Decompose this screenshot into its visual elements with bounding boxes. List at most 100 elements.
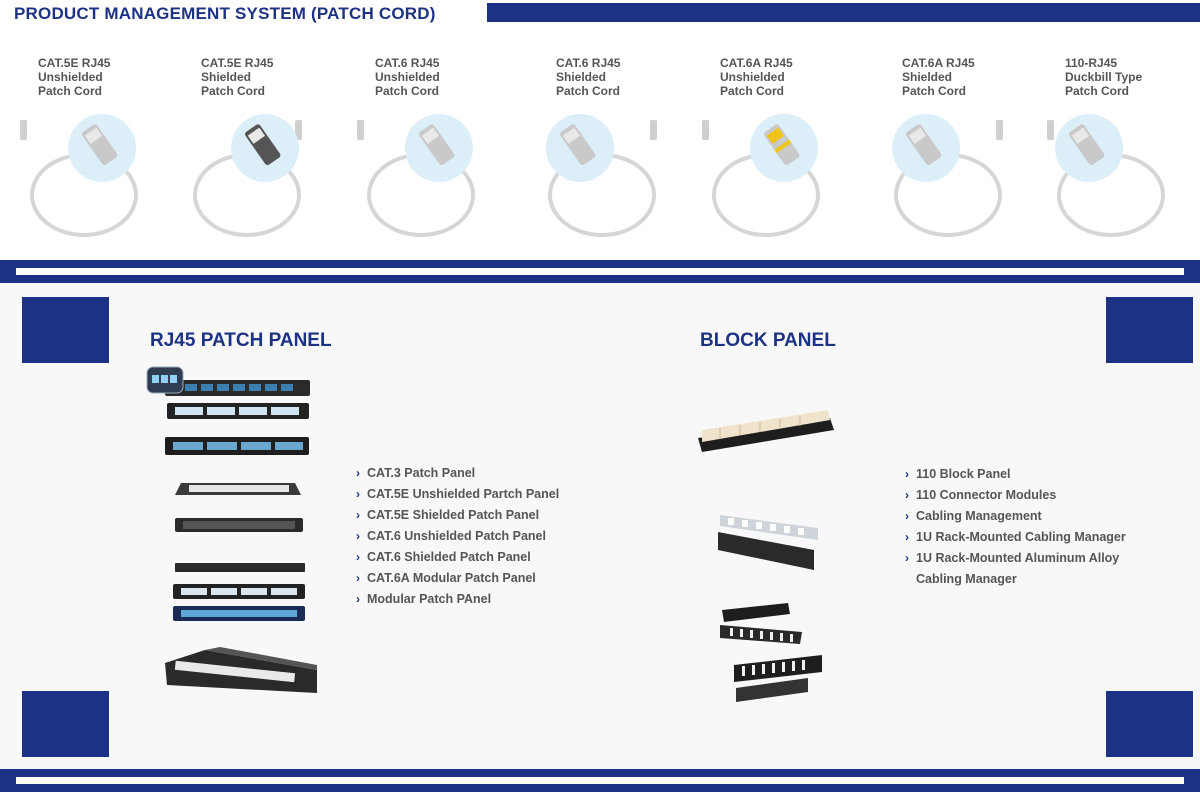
block-panel-list: › 110 Block Panel › 110 Connector Modules › C… — [905, 464, 1126, 590]
patch-cord-label-line: Shielded — [556, 70, 607, 84]
rj45-item-text: CAT.5E Unshielded Partch Panel — [367, 484, 559, 505]
rj45-list-item: › CAT.5E Unshielded Partch Panel — [356, 484, 559, 505]
patch-cord-label-line: 110-RJ45 — [1065, 56, 1118, 70]
patch-cord-label-line: Unshielded — [375, 70, 440, 84]
block-item-label: Cabling Management — [916, 509, 1042, 523]
rj45-patch-panel-list: › CAT.3 Patch Panel › CAT.5E Unshielded Par… — [356, 463, 559, 610]
block-list-item: › 110 Block Panel — [905, 464, 1126, 485]
rj45-list-item: › CAT.6 Unshielded Patch Panel — [356, 526, 559, 547]
patch-cord-image — [1047, 114, 1165, 237]
patch-cord-label-line: Patch Cord — [1065, 84, 1130, 98]
corner-block-top-right — [1106, 297, 1193, 363]
patch-cord-label-line: CAT.6A RJ45 — [720, 56, 793, 70]
patch-cord-label-line: Patch Cord — [201, 84, 266, 98]
block-list-item: › 110 Connector Modules — [905, 485, 1126, 506]
chevron-right-icon: › — [356, 592, 360, 606]
patch-cord-label-line: CAT.5E RJ45 — [201, 56, 274, 70]
patch-cord-image — [20, 114, 138, 237]
patch-cord-label-line: Patch Cord — [556, 84, 621, 98]
rj45-item-text: CAT.6 Shielded Patch Panel — [367, 547, 531, 568]
chevron-right-icon: › — [905, 551, 909, 565]
patch-cord-image — [702, 114, 820, 237]
block-item-text: 110 Connector Modules — [916, 485, 1056, 506]
patch-cord-label-line: CAT.6 RJ45 — [375, 56, 440, 70]
chevron-right-icon: › — [356, 571, 360, 585]
patch-cord-label-line: Shielded — [902, 70, 953, 84]
rj45-list-item: › CAT.5E Shielded Patch Panel — [356, 505, 559, 526]
rj45-item-label: CAT.6 Unshielded Patch Panel — [367, 529, 546, 543]
chevron-right-icon: › — [905, 488, 909, 502]
rj45-item-label: CAT.6A Modular Patch Panel — [367, 571, 536, 585]
patch-cord-label-line: Patch Cord — [902, 84, 967, 98]
patch-cord-label-line: Patch Cord — [38, 84, 103, 98]
block-panel-product-image — [698, 410, 834, 702]
rj45-item-text: Modular Patch PAnel — [367, 589, 491, 610]
chevron-right-icon: › — [905, 467, 909, 481]
block-list-item: › Cabling Management — [905, 506, 1126, 527]
rj45-item-text: CAT.6 Unshielded Patch Panel — [367, 526, 546, 547]
rj45-item-label: Modular Patch PAnel — [367, 592, 492, 606]
chevron-right-icon: › — [356, 550, 360, 564]
patch-cord-image — [892, 114, 1003, 237]
patch-cord-label-line: Unshielded — [720, 70, 785, 84]
block-item-text: 1U Rack-Mounted Cabling Manager — [916, 527, 1126, 548]
patch-cord-image — [193, 114, 302, 237]
block-item-text: Cabling Management — [916, 506, 1042, 527]
patch-cord-label-line: Patch Cord — [720, 84, 785, 98]
rj45-item-text: CAT.5E Shielded Patch Panel — [367, 505, 539, 526]
rj45-list-item: › CAT.3 Patch Panel — [356, 463, 559, 484]
rj45-patch-panel-title: RJ45 PATCH PANEL — [150, 330, 332, 351]
chevron-right-icon: › — [356, 508, 360, 522]
chevron-right-icon: › — [905, 530, 909, 544]
block-item-label: 110 Block Panel — [916, 467, 1011, 481]
block-item-label: 1U Rack-Mounted Cabling Manager — [916, 530, 1126, 544]
title-accent-bar — [487, 3, 1200, 22]
block-item-label: 1U Rack-Mounted Aluminum Alloy — [916, 551, 1120, 565]
patch-cord-image — [357, 114, 475, 237]
block-panel-title: BLOCK PANEL — [700, 330, 836, 351]
patch-cord-label-line: Unshielded — [38, 70, 103, 84]
rj45-item-label: CAT.3 Patch Panel — [367, 466, 476, 480]
patch-cord-label-line: CAT.5E RJ45 — [38, 56, 111, 70]
chevron-right-icon: › — [905, 509, 909, 523]
chevron-right-icon: › — [356, 466, 360, 480]
rj45-list-item: › Modular Patch PAnel — [356, 589, 559, 610]
corner-block-bottom-left — [22, 691, 109, 757]
divider-band-top — [0, 260, 1200, 283]
block-item-continuation: Cabling Manager — [916, 572, 1017, 586]
chevron-right-icon: › — [356, 529, 360, 543]
rj45-item-label: CAT.5E Unshielded Partch Panel — [367, 487, 560, 501]
block-item-text: 110 Block Panel — [916, 464, 1011, 485]
patch-cord-label-line: Duckbill Type — [1065, 70, 1143, 84]
rj45-item-text: CAT.6A Modular Patch Panel — [367, 568, 536, 589]
block-list-item: › 1U Rack-Mounted Cabling Manager — [905, 527, 1126, 548]
rj45-item-text: CAT.3 Patch Panel — [367, 463, 475, 484]
rj45-list-item: › CAT.6 Shielded Patch Panel — [356, 547, 559, 568]
divider-band-bottom — [0, 769, 1200, 792]
rj45-item-label: CAT.5E Shielded Patch Panel — [367, 508, 540, 522]
corner-block-top-left — [22, 297, 109, 363]
block-item-label: 110 Connector Modules — [916, 488, 1057, 502]
rj45-list-item: › CAT.6A Modular Patch Panel — [356, 568, 559, 589]
patch-cord-image — [546, 114, 657, 237]
chevron-right-icon: › — [356, 487, 360, 501]
patch-cord-label-line: Patch Cord — [375, 84, 440, 98]
patch-panel-product-image — [146, 366, 317, 693]
patch-cord-label-line: CAT.6 RJ45 — [556, 56, 621, 70]
rj45-item-label: CAT.6 Shielded Patch Panel — [367, 550, 531, 564]
